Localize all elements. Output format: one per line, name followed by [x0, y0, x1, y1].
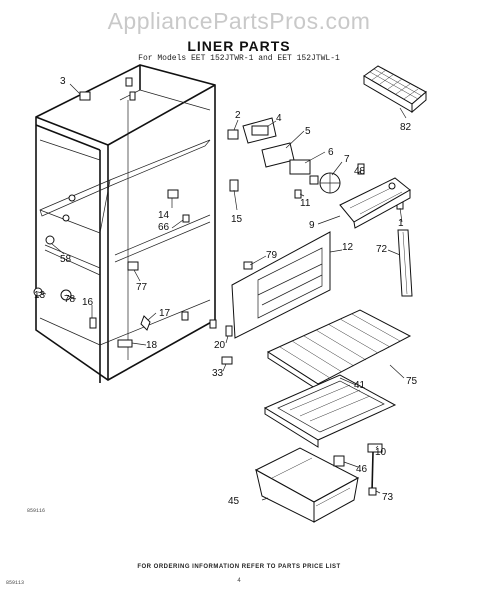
site-watermark: AppliancePartsPros.com [107, 8, 371, 34]
callout-11a: 11 [300, 198, 311, 209]
callout-46: 46 [356, 464, 368, 475]
callout-75: 75 [406, 376, 418, 387]
diagram-title: LINER PARTS [187, 38, 291, 54]
control-parts [227, 117, 411, 229]
shelf-supports [333, 443, 383, 496]
callout-48: 48 [354, 166, 366, 177]
callout-14: 14 [158, 210, 170, 221]
wire-shelf [266, 309, 412, 391]
corner-code: 859113 [6, 580, 25, 586]
callout-6: 6 [328, 147, 334, 158]
callout-2: 2 [235, 110, 241, 121]
cabinet-liner [33, 64, 217, 383]
callout-45: 45 [228, 496, 240, 507]
callout-72: 72 [376, 244, 388, 255]
vertical-channel [397, 229, 413, 297]
callout-33: 33 [212, 368, 224, 379]
callout-20: 20 [214, 340, 226, 351]
callout-82: 82 [400, 122, 412, 133]
callout-58: 58 [60, 254, 72, 265]
diagram-code: 859116 [27, 508, 46, 514]
ordering-note: FOR ORDERING INFORMATION REFER TO PARTS … [137, 564, 341, 570]
callout-13: 13 [34, 290, 46, 301]
callout-79: 79 [266, 250, 278, 261]
callout-17: 17 [159, 308, 171, 319]
callout-41: 41 [354, 380, 366, 391]
callout-10: 10 [375, 447, 387, 458]
crisper-cover [263, 374, 397, 448]
callout-5: 5 [305, 126, 311, 137]
model-subtitle: For Models EET 152JTWR-1 and EET 152JTWL… [138, 54, 340, 63]
callout-12: 12 [342, 242, 354, 253]
callout-78: 78 [64, 294, 76, 305]
page-number: 4 [237, 578, 241, 584]
callout-66: 66 [158, 222, 170, 233]
callout-18: 18 [146, 340, 158, 351]
callout-3: 3 [60, 76, 66, 87]
callout-9: 9 [309, 220, 315, 231]
callout-77: 77 [136, 282, 148, 293]
callout-16: 16 [82, 297, 94, 308]
callout-73: 73 [382, 492, 394, 503]
callout-numbers: 3 2 4 5 6 7 48 82 11 9 1 15 14 66 12 72 … [34, 76, 418, 507]
ice-tray [363, 65, 427, 114]
callout-15: 15 [231, 214, 243, 225]
crisper-drawer [254, 447, 360, 523]
leader-lines [37, 83, 407, 501]
callout-1: 1 [398, 218, 404, 229]
callout-4: 4 [276, 113, 282, 124]
callout-7: 7 [344, 154, 350, 165]
rear-panel [221, 231, 331, 365]
